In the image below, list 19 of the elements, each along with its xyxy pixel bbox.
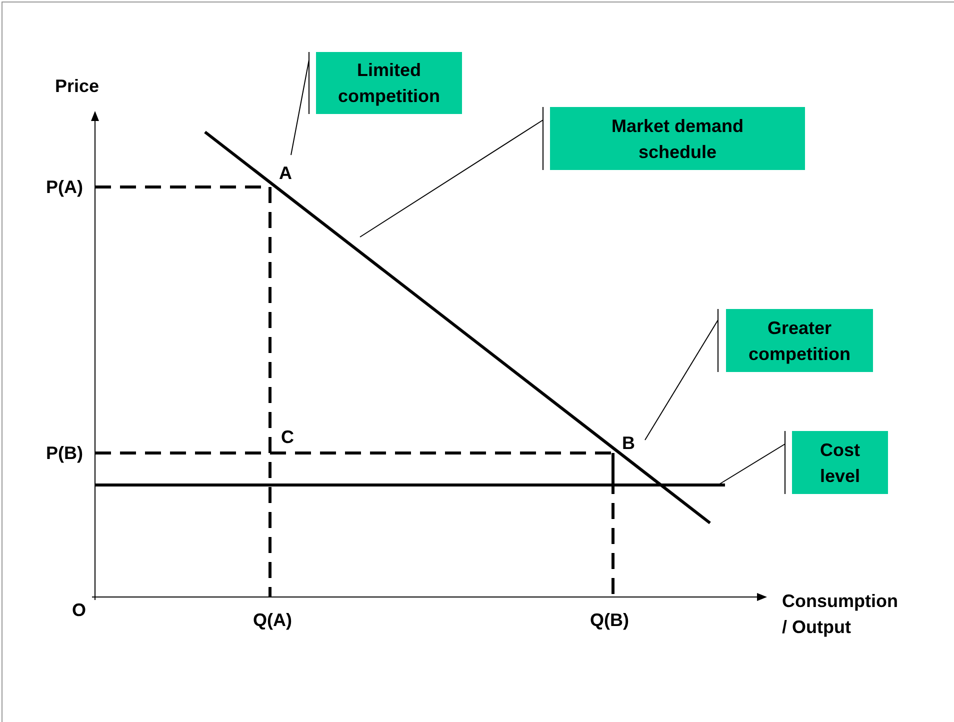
quantity-label: Q(A) <box>253 610 292 631</box>
leader-line <box>644 308 718 440</box>
price-label: P(B) <box>46 443 83 464</box>
leader-line <box>290 52 310 156</box>
point-label: A <box>279 163 292 184</box>
callout-box: Limited competition <box>316 52 462 114</box>
axis-label: Consumption / Output <box>782 590 899 639</box>
leader-line <box>718 430 786 494</box>
callout-box: Greater competition <box>726 309 873 372</box>
axis-label: Price <box>55 76 100 97</box>
leader-line <box>360 106 544 238</box>
cost-line <box>95 484 725 486</box>
price-label: P(A) <box>46 177 83 198</box>
point-label: B <box>622 433 635 454</box>
origin-label: O <box>72 600 86 621</box>
callout-box: Market demand schedule <box>550 107 805 170</box>
quantity-label: Q(B) <box>590 610 629 631</box>
point-label: C <box>281 427 294 448</box>
callout-box: Cost level <box>792 431 888 494</box>
